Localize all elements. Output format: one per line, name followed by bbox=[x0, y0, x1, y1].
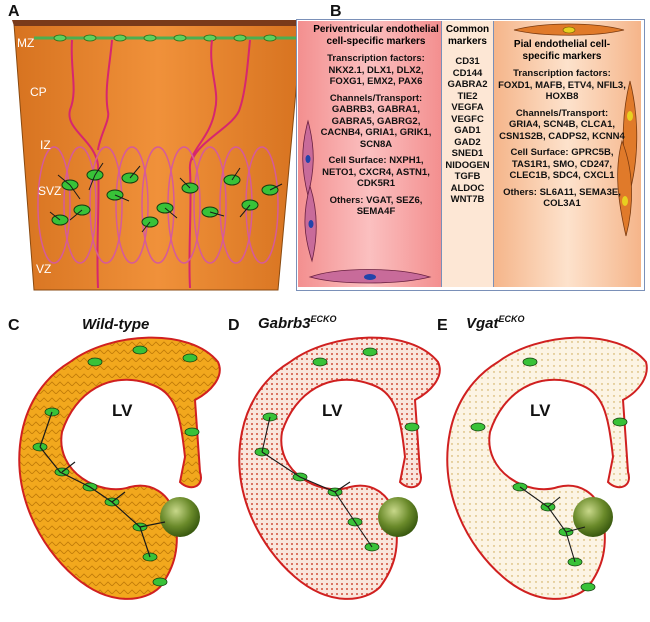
layer-label-vz: VZ bbox=[36, 262, 52, 276]
interneuron-cells bbox=[51, 169, 279, 228]
periventricular-title: Periventricular endothelial cell-specifi… bbox=[313, 24, 439, 47]
common-marker-list: CD31 CD144 GABRA2 TIE2 VEGFA VEGFC GAD1 … bbox=[442, 56, 493, 206]
peri-ch-values: GABRB3, GABRA1, GABRA5, GABRG2, CACNB4, … bbox=[320, 104, 432, 150]
panel-c-title: Wild-type bbox=[82, 316, 150, 333]
peri-tf-values: NKX2.1, DLX1, DLX2, FOXG1, EMX2, PAX6 bbox=[328, 64, 424, 88]
common-marker-box: Common markers CD31 CD144 GABRA2 TIE2 VE… bbox=[442, 21, 494, 287]
common-title: Common markers bbox=[445, 24, 490, 47]
pial-marker-box: Pial endothelial cell-specific markers T… bbox=[494, 21, 641, 287]
pial-surface-edge bbox=[12, 20, 304, 26]
pial-cs-values: GPRC5B, TAS1R1, SMO, CD247, CLEC1B, SDC4… bbox=[509, 147, 615, 181]
neurite-processes bbox=[49, 162, 283, 233]
panel-e-title: VgatECKO bbox=[466, 314, 525, 332]
peri-ot-values: VGAT, SEZ6, SEMA4F bbox=[356, 194, 423, 218]
panel-d-letter: D bbox=[228, 317, 240, 334]
panel-b-letter: B bbox=[330, 3, 342, 20]
pial-ot-values: SL6A11, SEMA3E, COL3A1 bbox=[539, 186, 621, 210]
pial-ch-values: GRIA4, SCN4B, CLCA1, CSN1S2B, CADPS2, KC… bbox=[499, 119, 625, 142]
common-marker: TGFB bbox=[454, 171, 481, 182]
peri-tf-label: Transcription factors: bbox=[327, 53, 425, 64]
common-marker: SNED1 bbox=[451, 148, 484, 159]
layer-label-mz: MZ bbox=[17, 36, 35, 50]
common-marker: VEGFC bbox=[451, 113, 484, 125]
pial-cell-illustration bbox=[513, 23, 638, 237]
common-marker: WNT7B bbox=[450, 194, 485, 205]
common-marker: TIE2 bbox=[457, 90, 478, 102]
common-marker: NIDOGEN bbox=[445, 159, 490, 171]
pial-ch-label: Channels/Transport: bbox=[515, 107, 609, 119]
layer-label-svz: SVZ bbox=[38, 184, 62, 198]
endothelial-cell-illustration bbox=[302, 119, 432, 284]
section-wildtype bbox=[18, 336, 221, 600]
panel-a-letter: A bbox=[8, 3, 20, 20]
panel-c-letter: C bbox=[8, 317, 20, 334]
common-marker: VEGFA bbox=[451, 102, 484, 113]
common-marker: CD144 bbox=[452, 67, 483, 79]
panel-e-letter: E bbox=[437, 317, 448, 334]
common-marker: GABRA2 bbox=[447, 79, 488, 90]
peri-ot-label: Others: bbox=[329, 194, 364, 206]
pial-tf-label: Transcription factors: bbox=[513, 68, 611, 79]
pial-title: Pial endothelial cell-specific markers bbox=[513, 39, 611, 62]
pial-ot-label: Others: bbox=[503, 186, 537, 198]
common-marker: CD31 bbox=[455, 56, 480, 67]
section-gabrb3-ecko bbox=[238, 336, 441, 600]
radial-vessels bbox=[68, 39, 251, 289]
cortex-diagram bbox=[12, 20, 304, 291]
panel-d-title: Gabrb3ECKO bbox=[258, 314, 337, 332]
telencephalon-sections bbox=[18, 336, 648, 600]
lateral-ventricle-label-d: LV bbox=[322, 401, 343, 420]
layer-label-iz: IZ bbox=[40, 138, 51, 152]
common-marker: GAD1 bbox=[454, 125, 481, 136]
section-vgat-ecko bbox=[446, 336, 648, 600]
peri-cs-label: Cell Surface: bbox=[328, 155, 387, 166]
peri-cs-values: NXPH1, NETO1, CXCR4, ASTN1, CDK5R1 bbox=[322, 155, 430, 189]
cortex-slab bbox=[13, 23, 303, 291]
periventricular-marker-box: Periventricular endothelial cell-specifi… bbox=[298, 21, 442, 287]
peri-ch-label: Channels/Transport: bbox=[329, 92, 423, 104]
lateral-ventricle-label-c: LV bbox=[112, 401, 133, 420]
common-marker: ALDOC bbox=[450, 182, 485, 194]
common-marker: GAD2 bbox=[454, 136, 481, 148]
pial-cs-label: Cell Surface: bbox=[510, 147, 569, 158]
lateral-ventricle-label-e: LV bbox=[530, 401, 551, 420]
layer-label-cp: CP bbox=[30, 85, 47, 99]
pial-cells bbox=[53, 34, 277, 42]
pial-tf-values: FOXD1, MAFB, ETV4, NFIL3, HOXB8 bbox=[498, 79, 626, 103]
